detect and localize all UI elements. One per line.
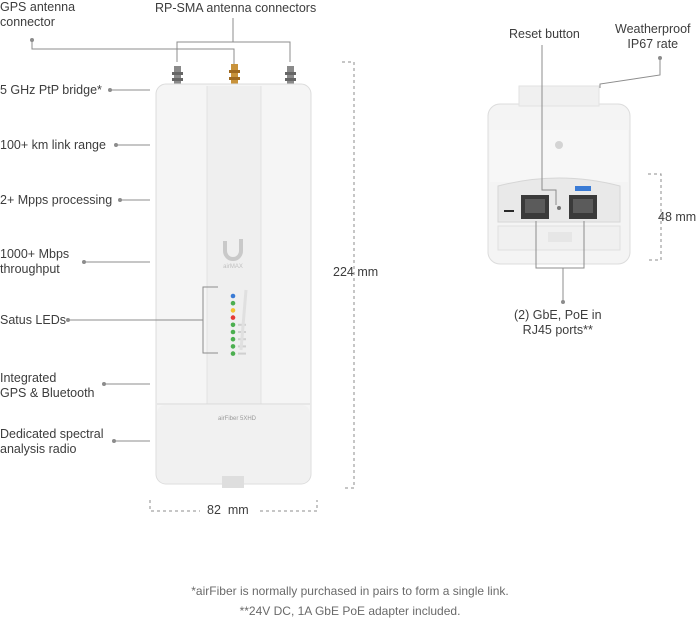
spectral-radio-label: Dedicated spectral analysis radio: [0, 427, 104, 456]
link-range-label: 100+ km link range: [0, 138, 106, 152]
status-led: [230, 336, 236, 342]
ptp-bridge-label: 5 GHz PtP bridge*: [0, 83, 102, 97]
gps-connector: [231, 64, 238, 88]
gps-bluetooth-label: Integrated GPS & Bluetooth: [0, 371, 95, 400]
rpsma-connectors-label: RP-SMA antenna connectors: [155, 1, 317, 15]
depth-dimension: 48 mm: [658, 210, 697, 224]
status-leds-label: Satus LEDs: [0, 313, 67, 327]
model-label: airFiber 5XHD: [218, 416, 257, 422]
status-led: [230, 308, 236, 313]
mpps-label: 2+ Mpps processing: [0, 193, 113, 207]
led-caption-mark: [238, 352, 246, 355]
footnote-2: **24V DC, 1A GbE PoE adapter included.: [239, 604, 461, 618]
ports-label: (2) GbE, PoE in RJ45 ports**: [514, 308, 602, 337]
status-led: [230, 315, 236, 320]
status-led: [230, 322, 236, 328]
footnote-1: *airFiber is normally purchased in pairs…: [191, 584, 509, 598]
throughput-label: 1000+ Mbps throughput: [0, 247, 70, 276]
antenna-connectors: [172, 64, 296, 88]
width-dimension: 82 mm: [207, 503, 249, 517]
status-led: [230, 293, 236, 299]
height-dimension: 224 mm: [333, 265, 379, 279]
device-bottom-view: [487, 85, 631, 265]
weatherproof-label: Weatherproof IP67 rate: [615, 22, 691, 51]
status-led: [230, 351, 236, 356]
status-led: [230, 300, 236, 306]
svg-text:airMAX: airMAX: [223, 264, 243, 270]
ubiquiti-logo: airMAX: [223, 239, 243, 270]
status-led: [230, 329, 236, 335]
device-body: [155, 83, 312, 488]
reset-button-label: Reset button: [509, 27, 580, 41]
status-led: [230, 344, 236, 349]
gps-connector-label: GPS antenna connector: [0, 0, 76, 29]
reset-button: [557, 206, 561, 210]
